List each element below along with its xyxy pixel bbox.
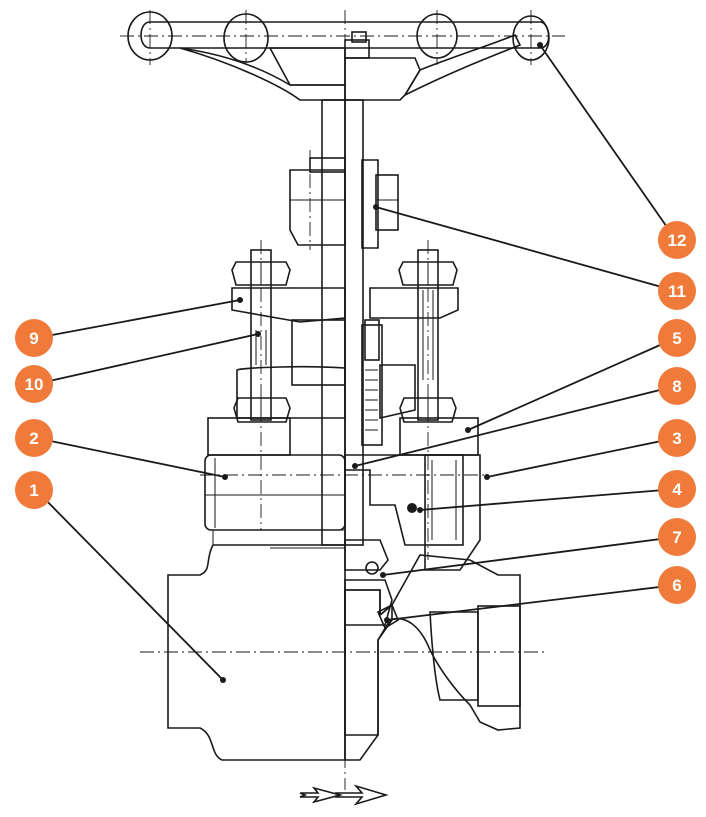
gland-flange-left xyxy=(231,287,346,323)
leader-8 xyxy=(354,385,677,467)
leader-10 xyxy=(35,333,259,385)
svg-text:2: 2 xyxy=(29,429,38,448)
callout-12: 12 xyxy=(658,221,696,259)
leader-6 xyxy=(386,584,677,621)
body-outlet-bore xyxy=(429,611,479,701)
svg-text:3: 3 xyxy=(672,429,681,448)
yoke-nut-assembly xyxy=(289,157,399,249)
gland-nut-lower-right xyxy=(399,397,457,423)
callout-1: 1 xyxy=(15,471,53,509)
bonnet-right-section xyxy=(344,454,481,571)
seat-ring xyxy=(376,603,399,630)
bonnet-upper-left xyxy=(207,417,291,456)
callout-10: 10 xyxy=(15,365,53,403)
handwheel xyxy=(127,11,550,101)
stem-shaft-left xyxy=(321,99,346,546)
svg-text:4: 4 xyxy=(672,480,682,499)
bonnet-bolt-bore xyxy=(424,454,464,546)
yoke-nut-left xyxy=(289,169,346,246)
handwheel-spoke-right xyxy=(402,33,522,97)
wedge-pin xyxy=(365,561,379,575)
stem-shaft-right xyxy=(344,99,364,546)
leader-7 xyxy=(382,536,677,576)
body-outlet-thread xyxy=(477,605,521,707)
double-arrow-right-icon xyxy=(299,784,389,806)
body-left-exterior xyxy=(167,544,346,761)
handwheel-nut-top xyxy=(351,31,367,43)
handwheel-hub xyxy=(179,47,346,101)
leader-9 xyxy=(35,299,241,339)
leader-2 xyxy=(35,437,226,478)
center-lines xyxy=(120,10,565,790)
leader-3 xyxy=(486,437,677,478)
valve-wedge xyxy=(344,539,399,630)
yoke-nut-right-section xyxy=(361,159,379,249)
callouts: 1 2 3 4 5 6 7 8 xyxy=(15,221,696,604)
gland-flange-right xyxy=(369,287,459,319)
stem-packing xyxy=(361,319,383,446)
leader-12 xyxy=(539,44,677,241)
bonnet-left xyxy=(204,454,346,531)
svg-text:9: 9 xyxy=(29,329,38,348)
yoke-nut-bushing xyxy=(375,174,399,231)
handwheel-nut xyxy=(344,39,370,59)
leader-11 xyxy=(375,206,677,292)
callout-5: 5 xyxy=(658,319,696,357)
gland-nut-upper-right xyxy=(398,261,458,286)
svg-text:1: 1 xyxy=(29,481,38,500)
svg-text:8: 8 xyxy=(672,377,681,396)
gland-nut-upper-left xyxy=(231,261,291,286)
callout-2: 2 xyxy=(15,419,53,457)
svg-text:7: 7 xyxy=(672,528,681,547)
body-neck-left xyxy=(212,529,345,545)
leader-lines xyxy=(35,42,677,683)
svg-text:6: 6 xyxy=(672,576,681,595)
body-right-section xyxy=(344,554,521,761)
callout-9: 9 xyxy=(15,319,53,357)
gland-body-left xyxy=(291,319,346,386)
leader-5 xyxy=(467,337,677,431)
svg-text:12: 12 xyxy=(668,231,687,250)
leader-1 xyxy=(35,489,224,681)
callout-6: 6 xyxy=(658,566,696,604)
bonnet-upper-right xyxy=(399,417,479,456)
leader-4 xyxy=(419,488,677,511)
svg-text:5: 5 xyxy=(672,329,681,348)
valve-stem xyxy=(321,99,383,546)
svg-text:10: 10 xyxy=(25,375,44,394)
callout-8: 8 xyxy=(658,367,696,405)
callout-11: 11 xyxy=(658,272,696,310)
gasket-ring xyxy=(407,503,417,513)
callout-4: 4 xyxy=(658,470,696,508)
callout-3: 3 xyxy=(658,419,696,457)
gland-nut-lower-left xyxy=(233,397,291,423)
svg-text:11: 11 xyxy=(668,282,686,301)
callout-7: 7 xyxy=(658,518,696,556)
body-cavity xyxy=(344,589,393,736)
yoke-lower-right xyxy=(379,364,416,420)
valve-bonnet xyxy=(204,417,481,571)
yoke-lower-left xyxy=(236,365,346,419)
